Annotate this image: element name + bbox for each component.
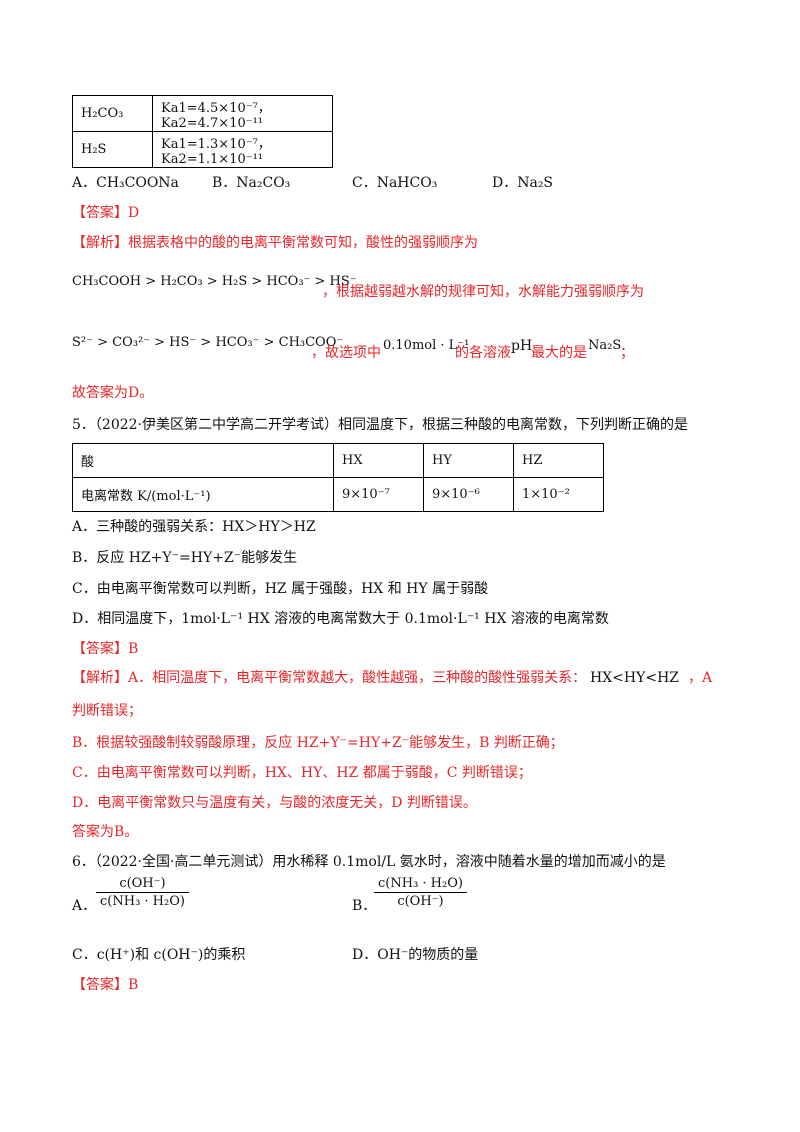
analysis-text: 最大的是 xyxy=(531,345,587,361)
table-header: HZ xyxy=(513,443,604,478)
table-cell-k: Ka1=1.3×10⁻⁷，Ka2=1.1×10⁻¹¹ xyxy=(152,131,333,168)
table-cell-k: Ka1=4.5×10⁻⁷，Ka2=4.7×10⁻¹¹ xyxy=(152,95,333,132)
option-a-label: A． xyxy=(72,898,97,914)
option-b: B．反应 HZ+Y⁻=HY+Z⁻能够发生 xyxy=(72,550,298,566)
analysis-text: C．由电离平衡常数可以判断，HX、HY、HZ 都属于弱酸，C 判断错误； xyxy=(72,765,532,781)
fraction-denominator: c(OH⁻) xyxy=(397,894,444,909)
option-b: B．Na₂CO₃ xyxy=(212,175,291,191)
table-cell-acid: H₂S xyxy=(72,131,153,168)
table-header: HX xyxy=(333,443,424,478)
option-b-fraction: c(NH₃ · H₂O) c(OH⁻) xyxy=(374,876,467,909)
table-cell: 1×10⁻² xyxy=(513,477,604,512)
conclusion: 答案为B。 xyxy=(72,824,139,840)
option-b-label: B． xyxy=(352,898,377,914)
answer-label: 【答案】B xyxy=(72,977,139,993)
concentration-formula: 0.10mol · L⁻¹ xyxy=(383,338,470,353)
analysis-text: 【解析】根据表格中的酸的电离平衡常数可知，酸性的强弱顺序为 xyxy=(72,235,478,251)
analysis-text: ； xyxy=(620,345,634,361)
answer-label: 【答案】D xyxy=(72,205,140,221)
option-a: A．三种酸的强弱关系：HX＞HY＞HZ xyxy=(72,519,316,535)
table-header: 酸 xyxy=(72,443,334,478)
answer-label: 【答案】B xyxy=(72,641,139,657)
table-row-label: 电离常数 K/(mol·L⁻¹) xyxy=(72,477,334,512)
ka-table: H₂CO₃ Ka1=4.5×10⁻⁷，Ka2=4.7×10⁻¹¹ H₂S Ka1… xyxy=(72,95,333,168)
option-c: C．c(H⁺)和 c(OH⁻)的乘积 xyxy=(72,947,246,963)
acidity-relation: HX<HY<HZ xyxy=(590,670,680,686)
option-d: D．相同温度下，1mol·L⁻¹ HX 溶液的电离常数大于 0.1mol·L⁻¹… xyxy=(72,611,609,627)
question-stem: 6．（2022·全国·高二单元测试）用水稀释 0.1mol/L 氨水时，溶液中随… xyxy=(72,854,666,870)
na2s-formula: Na₂S xyxy=(588,338,622,353)
hydrolysis-formula: S²⁻ > CO₃²⁻ > HS⁻ > HCO₃⁻ > CH₃COO⁻ xyxy=(72,335,344,350)
table-header: HY xyxy=(423,443,514,478)
acidity-formula: CH₃COOH > H₂CO₃ > H₂S > HCO₃⁻ > HS⁻ xyxy=(72,274,357,289)
conclusion: 故答案为D。 xyxy=(72,385,154,401)
option-a: A．CH₃COONa xyxy=(72,175,179,191)
analysis-text: B．根据较强酸制较弱酸原理，反应 HZ+Y⁻=HY+Z⁻能够发生，B 判断正确； xyxy=(72,735,564,751)
option-d: D．OH⁻的物质的量 xyxy=(352,947,479,963)
option-c: C．由电离平衡常数可以判断，HZ 属于强酸，HX 和 HY 属于弱酸 xyxy=(72,581,489,597)
analysis-text: ，根据越弱越水解的规律可知，水解能力强弱顺序为 xyxy=(322,284,644,300)
analysis-text: ，A xyxy=(688,670,713,686)
table-cell: 9×10⁻⁷ xyxy=(333,477,424,512)
option-d: D．Na₂S xyxy=(492,175,554,191)
table-cell: 9×10⁻⁶ xyxy=(423,477,514,512)
ph-symbol: pH xyxy=(511,338,533,354)
option-c: C．NaHCO₃ xyxy=(352,175,438,191)
analysis-text: D．电离平衡常数只与温度有关，与酸的浓度无关，D 判断错误。 xyxy=(72,795,477,811)
analysis-text: ，故选项中 xyxy=(311,345,381,361)
analysis-text: 【解析】A．相同温度下，电离平衡常数越大，酸性越强，三种酸的酸性强弱关系： xyxy=(72,670,587,686)
analysis-text: 的各溶液 xyxy=(455,345,511,361)
analysis-text: 判断错误； xyxy=(72,703,142,719)
table-cell-acid: H₂CO₃ xyxy=(72,95,153,132)
option-a-fraction: c(OH⁻) c(NH₃ · H₂O) xyxy=(96,876,189,909)
question-stem: 5．（2022·伊美区第二中学高二开学考试）相同温度下，根据三种酸的电离常数，下… xyxy=(72,417,688,433)
fraction-denominator: c(NH₃ · H₂O) xyxy=(100,894,185,909)
fraction-numerator: c(NH₃ · H₂O) xyxy=(374,876,467,893)
fraction-numerator: c(OH⁻) xyxy=(96,876,189,893)
ionization-constant-table: 酸 HX HY HZ 电离常数 K/(mol·L⁻¹) 9×10⁻⁷ 9×10⁻… xyxy=(72,443,604,512)
